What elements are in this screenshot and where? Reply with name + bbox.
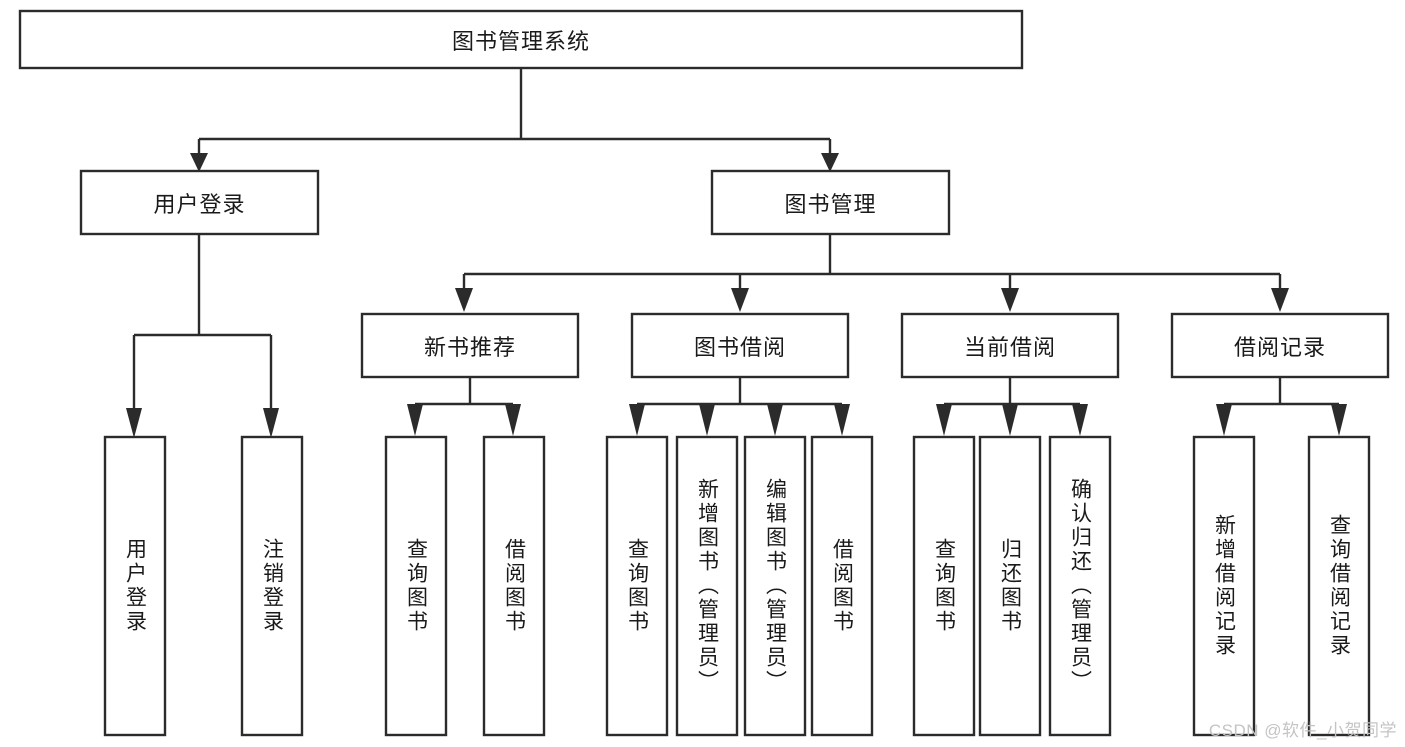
arrowhead-to-leaf-query-book-2 xyxy=(629,404,645,436)
arrowhead-to-leaf-query-book-1 xyxy=(407,404,423,436)
arrowhead-to-borrow-record xyxy=(1271,288,1289,312)
arrowhead-to-leaf-user-login xyxy=(126,408,142,438)
arrowhead-to-user-login xyxy=(190,153,208,172)
node-box-leaf-user-login[interactable] xyxy=(103,435,167,737)
arrowhead-to-leaf-add-record xyxy=(1216,404,1232,436)
node-box-leaf-borrow-book-1[interactable] xyxy=(482,435,546,737)
arrowhead-to-leaf-return-book xyxy=(1002,404,1018,436)
arrowhead-to-leaf-query-record xyxy=(1331,404,1347,436)
node-box-leaf-confirm-return[interactable] xyxy=(1048,435,1112,737)
node-box-leaf-add-book[interactable] xyxy=(675,435,739,737)
node-box-user-login[interactable] xyxy=(79,169,320,236)
arrowheads-group xyxy=(126,153,1347,438)
node-box-leaf-add-record[interactable] xyxy=(1192,435,1256,737)
node-box-borrow-record[interactable] xyxy=(1170,312,1390,379)
arrowhead-to-leaf-user-logout xyxy=(263,408,279,438)
arrowhead-to-leaf-borrow-book-1 xyxy=(505,404,521,436)
node-box-leaf-query-book-1[interactable] xyxy=(384,435,448,737)
node-box-leaf-user-logout[interactable] xyxy=(240,435,304,737)
arrowhead-to-leaf-borrow-book-2 xyxy=(834,404,850,436)
node-box-leaf-borrow-book-2[interactable] xyxy=(810,435,874,737)
arrowhead-to-leaf-query-book-3 xyxy=(936,404,952,436)
arrowhead-to-leaf-confirm-return xyxy=(1072,404,1088,436)
node-box-leaf-query-book-3[interactable] xyxy=(912,435,976,737)
node-box-new-book-rec[interactable] xyxy=(360,312,580,379)
arrowhead-to-leaf-add-book xyxy=(699,404,715,436)
arrowhead-to-new-book-rec xyxy=(455,288,473,312)
node-box-root[interactable] xyxy=(18,9,1024,70)
node-box-leaf-edit-book[interactable] xyxy=(743,435,807,737)
node-box-leaf-query-record[interactable] xyxy=(1307,435,1371,737)
node-box-book-borrow[interactable] xyxy=(630,312,850,379)
arrowhead-to-book-borrow xyxy=(731,288,749,312)
node-box-leaf-query-book-2[interactable] xyxy=(605,435,669,737)
node-box-current-borrow[interactable] xyxy=(900,312,1120,379)
boxes-group xyxy=(18,9,1390,737)
csdn-watermark: CSDN @软件_小贺同学 xyxy=(1208,721,1397,740)
node-box-leaf-return-book[interactable] xyxy=(978,435,1042,737)
arrowhead-to-leaf-edit-book xyxy=(767,404,783,436)
arrowhead-to-current-borrow xyxy=(1001,288,1019,312)
node-box-book-manage[interactable] xyxy=(710,169,951,236)
arrowhead-to-book-manage xyxy=(821,153,839,172)
